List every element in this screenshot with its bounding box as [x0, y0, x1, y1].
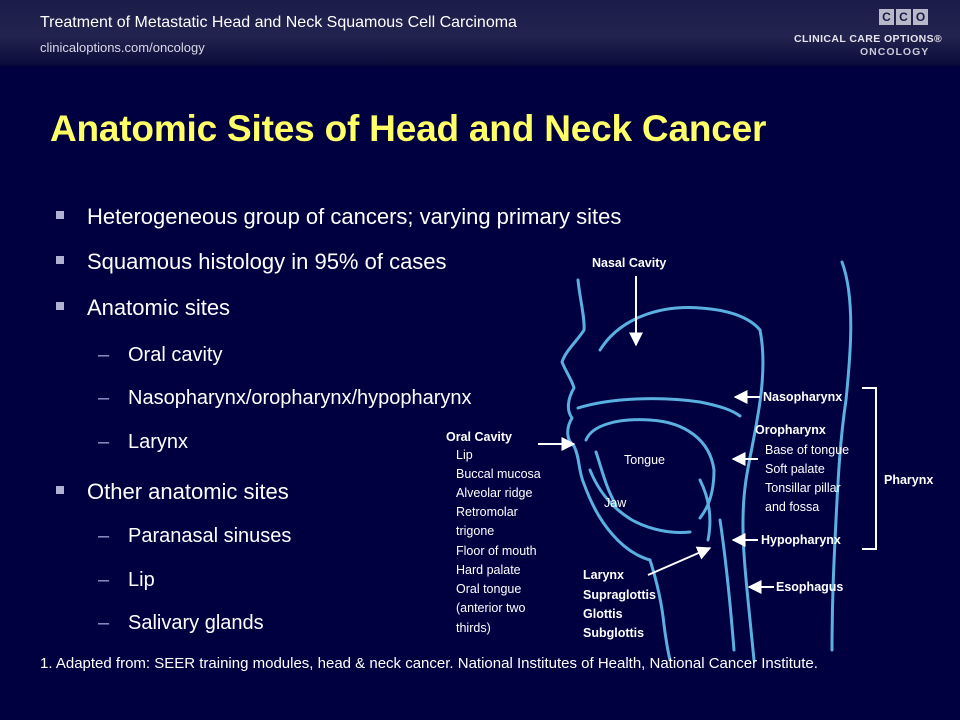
larynx-item: Supraglottis	[583, 588, 656, 602]
oropharynx-title: Oropharynx	[755, 423, 826, 437]
sub-bullet-text: Oral cavity	[128, 344, 223, 366]
tongue-label: Tongue	[624, 453, 665, 467]
oral-cavity-item: Hard palate	[456, 563, 521, 577]
sub-bullet-text: Lip	[128, 569, 155, 591]
dash-marker: –	[98, 431, 110, 453]
esophagus-label: Esophagus	[776, 580, 843, 594]
sub-bullet-text: Salivary glands	[128, 612, 264, 634]
bullet-text: Other anatomic sites	[87, 479, 289, 504]
bullet-square-icon	[56, 302, 64, 310]
oral-cavity-item: Buccal mucosa	[456, 467, 541, 481]
dash-marker: –	[98, 612, 110, 634]
bullet-text: Anatomic sites	[87, 295, 231, 320]
nasal-cavity-label: Nasal Cavity	[592, 256, 666, 270]
oropharynx-item: Soft palate	[765, 462, 825, 476]
larynx-arrow	[647, 546, 712, 576]
larynx-title: Larynx	[583, 568, 624, 582]
logo-subname: ONCOLOGY	[860, 46, 930, 58]
oral-cavity-item: (anterior two	[456, 601, 526, 615]
larynx-item: Subglottis	[583, 626, 644, 640]
hypopharynx-label: Hypopharynx	[761, 533, 841, 547]
bullet-square-icon	[56, 486, 64, 494]
jaw-outline	[594, 450, 618, 507]
sub-bullet-text: Paranasal sinuses	[128, 525, 292, 547]
tongue-outline	[584, 418, 716, 520]
oropharynx-label-group: Oropharynx Base of tongue Soft palate To…	[755, 423, 849, 514]
header-title: Treatment of Metastatic Head and Neck Sq…	[40, 14, 517, 31]
oral-cavity-item: Oral tongue	[456, 582, 521, 596]
footnote: 1. Adapted from: SEER training modules, …	[40, 655, 818, 672]
bullet-square-icon	[56, 211, 64, 219]
epiglottis-outline	[698, 478, 712, 542]
pharynx-bracket	[862, 387, 877, 550]
nasal-passage-outline	[598, 306, 762, 352]
bullet-text: Squamous histology in 95% of cases	[87, 249, 447, 274]
sub-bullet-text: Larynx	[128, 431, 189, 453]
logo-letter-2: C	[896, 9, 911, 25]
dash-marker: –	[98, 569, 110, 591]
oral-cavity-item: Floor of mouth	[456, 544, 537, 558]
dash-marker: –	[98, 525, 110, 547]
bullet-square-icon	[56, 256, 64, 264]
oral-cavity-label-group: Oral Cavity Lip Buccal mucosa Alveolar r…	[446, 430, 541, 635]
oral-cavity-item: trigone	[456, 524, 494, 538]
cco-logo-mark: C C O	[879, 9, 928, 25]
lower-mouth-outline	[588, 468, 692, 534]
bullet-text: Heterogeneous group of cancers; varying …	[87, 204, 622, 229]
spine-outline	[830, 260, 853, 652]
larynx-label-group: Larynx Supraglottis Glottis Subglottis	[583, 568, 656, 640]
logo-letter-3: O	[913, 9, 928, 25]
header-band: Treatment of Metastatic Head and Neck Sq…	[0, 0, 960, 66]
header-url: clinicaloptions.com/oncology	[40, 40, 205, 55]
oral-cavity-item: Alveolar ridge	[456, 486, 532, 500]
airway-front-wall	[648, 558, 672, 662]
face-profile-outline	[560, 278, 652, 562]
oropharynx-item: and fossa	[765, 500, 819, 514]
esophagus-front-wall	[718, 518, 736, 652]
dash-marker: –	[98, 387, 110, 409]
oropharynx-item: Base of tongue	[765, 443, 849, 457]
oral-cavity-item: Lip	[456, 448, 473, 462]
nasopharynx-label: Nasopharynx	[763, 390, 842, 404]
oral-cavity-title: Oral Cavity	[446, 430, 512, 444]
oral-cavity-item: thirds)	[456, 621, 491, 635]
sub-bullet-text: Nasopharynx/oropharynx/hypopharynx	[128, 387, 472, 409]
pharynx-label: Pharynx	[884, 473, 933, 487]
logo-letter-1: C	[879, 9, 894, 25]
logo-name: CLINICAL CARE OPTIONS®	[794, 33, 943, 45]
larynx-item: Glottis	[583, 607, 623, 621]
slide-title: Anatomic Sites of Head and Neck Cancer	[50, 108, 767, 149]
oropharynx-item: Tonsillar pillar	[765, 481, 841, 495]
oral-cavity-item: Retromolar	[456, 505, 518, 519]
hard-palate-outline	[576, 397, 742, 418]
dash-marker: –	[98, 344, 110, 366]
jaw-label: Jaw	[604, 496, 627, 510]
pharynx-back-wall	[741, 328, 765, 662]
